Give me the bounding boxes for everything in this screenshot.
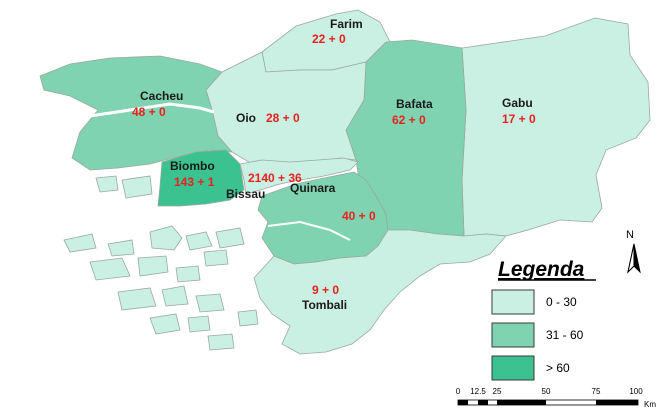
legend-label-high: > 60: [546, 361, 570, 375]
scale-tick-3: 50: [542, 387, 551, 396]
region-value-biombo: 143 + 1: [174, 175, 215, 189]
north-label: N: [626, 229, 634, 241]
region-label-tombali: Tombali: [302, 298, 347, 312]
region-value-quinara: 40 + 0: [342, 209, 376, 223]
scale-tick-1: 12.5: [470, 387, 486, 396]
region-label-gabu: Gabu: [502, 96, 533, 110]
legend-swatch-mid: [491, 322, 535, 348]
scale-tick-4: 75: [592, 387, 601, 396]
legend-label-mid: 31 - 60: [546, 328, 584, 342]
scale-bar: 0 12.5 25 50 75 100 Km: [456, 387, 657, 409]
region-value-cacheu: 48 + 0: [132, 105, 166, 119]
legend-swatch-high: [491, 355, 535, 381]
region-value-farim: 22 + 0: [312, 32, 346, 46]
region-value-tombali: 9 + 0: [312, 283, 339, 297]
region-label-farim: Farim: [330, 17, 363, 31]
region-bissau[interactable]: [239, 157, 359, 195]
scale-tick-0: 0: [456, 387, 461, 396]
region-value-bafata: 62 + 0: [392, 113, 426, 127]
region-value-oio: 28 + 0: [266, 111, 300, 125]
legend-label-low: 0 - 30: [546, 295, 577, 309]
legend: Legenda 0 - 30 31 - 60 > 60: [491, 258, 596, 381]
legend-title: Legenda: [498, 258, 585, 281]
islands: [63, 175, 259, 351]
region-gabu[interactable]: [461, 17, 651, 237]
scale-tick-2: 25: [493, 387, 502, 396]
region-label-bafata: Bafata: [396, 97, 433, 111]
region-label-quinara: Quinara: [290, 181, 336, 195]
legend-swatch-low: [491, 289, 535, 315]
region-label-bissau: Bissau: [226, 187, 265, 201]
region-value-bissau: 2140 + 36: [248, 171, 302, 185]
region-label-biombo: Biombo: [170, 159, 215, 173]
region-cacheu[interactable]: [39, 55, 233, 171]
scale-unit: Km: [644, 400, 656, 409]
scale-tick-5: 100: [629, 387, 643, 396]
region-value-gabu: 17 + 0: [502, 112, 536, 126]
region-biombo[interactable]: [157, 149, 245, 207]
north-arrow: N: [626, 229, 641, 274]
region-tombali[interactable]: [253, 229, 507, 355]
region-label-oio: Oio: [236, 111, 256, 125]
region-label-cacheu: Cacheu: [140, 89, 183, 103]
